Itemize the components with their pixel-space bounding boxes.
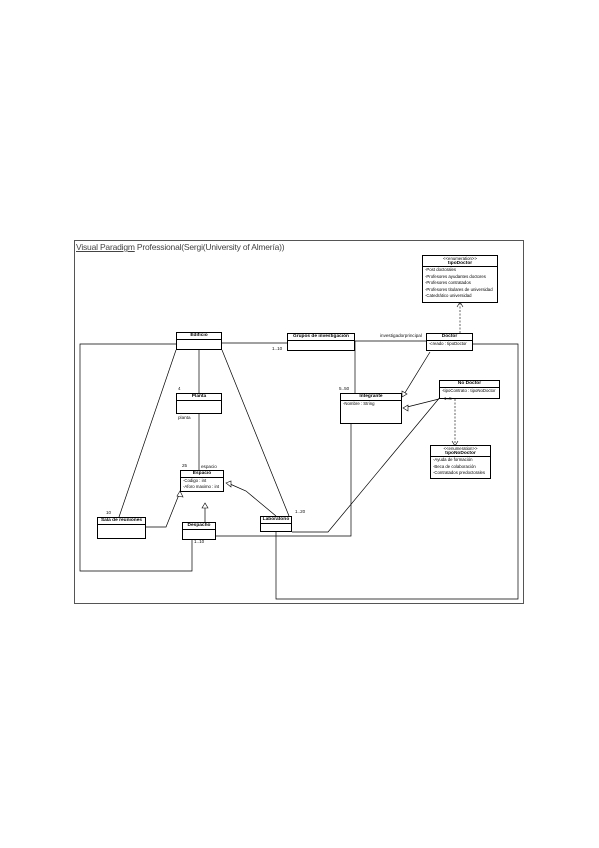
class-name: Doctor [427, 334, 472, 341]
class-tiponodoctor-enum[interactable]: <<enumeration>> tipoNoDoctor -Ayuda de f… [430, 445, 491, 479]
multiplicity-label: 5..50 [339, 386, 350, 391]
frame-title-suffix: Professional(Sergi(University of Almería… [134, 242, 285, 252]
diagram-frame [74, 240, 524, 604]
generalization-triangle-nodoctor [402, 404, 409, 412]
class-stereotype: <<enumeration>> [443, 256, 477, 261]
class-tipodoctor-enum[interactable]: <<enumeration>> tipoDoctor -Post doctora… [422, 255, 498, 303]
edge-doctor-laboratorio-loop [275, 343, 519, 600]
class-attribute: -Post doctorales [425, 267, 457, 272]
edge-nodoctor-integrante [402, 398, 440, 409]
class-attribute: -Nombre : String [343, 401, 375, 406]
class-attribute: -tipoContrato : tipoNoDoctor [442, 388, 496, 393]
multiplicity-label: 1..10 [272, 346, 283, 351]
class-name: Grupos de investigación [288, 334, 354, 341]
class-attribute: -Catedrático universidad [425, 293, 472, 298]
edge-edificio-laboratorio [221, 349, 290, 517]
edge-doctor-integrante [402, 351, 431, 397]
class-name: Laboratorio [261, 517, 291, 524]
edge-edificio-sala [118, 349, 177, 518]
generalization-triangle-doctor [401, 390, 408, 398]
class-attribute: -Ayuda de formación [433, 457, 473, 462]
class-despacho[interactable]: Despacho [182, 522, 216, 540]
class-attribute: -Codigo : int [183, 478, 207, 483]
class-sala-reuniones[interactable]: Sala de reuniones [97, 517, 146, 539]
class-name: tipoNoDoctor [431, 451, 490, 457]
class-attribute: -Profesores ayudantes doctores [425, 273, 486, 279]
edge-despacho-laboratorio-integrante [216, 424, 352, 537]
generalization-triangle-laboratorio [225, 480, 232, 488]
class-name: Despacho [183, 523, 215, 530]
class-name: Sala de reuniones [98, 518, 145, 525]
generalization-triangle-despacho [201, 502, 209, 509]
role-label-planta: planta [178, 415, 191, 420]
multiplicity-label: 1..10 [194, 539, 205, 544]
multiplicity-label: 4 [178, 386, 181, 391]
generalization-triangle-sala [176, 490, 184, 498]
class-name: tipoDoctor [423, 261, 497, 267]
multiplicity-label: 25 [182, 463, 188, 468]
edge-edificio-despacho [79, 343, 193, 572]
class-integrante[interactable]: Integrante -Nombre : String [340, 393, 402, 424]
class-edificio[interactable]: Edificio [176, 332, 222, 350]
class-planta[interactable]: Planta [176, 393, 222, 414]
class-name: No Doctor [440, 381, 499, 388]
class-no-doctor[interactable]: No Doctor -tipoContrato : tipoNoDoctor [439, 380, 500, 399]
class-laboratorio[interactable]: Laboratorio [260, 516, 292, 532]
class-name: Integrante [341, 394, 401, 401]
class-attribute: -Profesores titulares de universidad [425, 286, 493, 292]
class-attribute: -creado : tipoDoctor [429, 341, 467, 346]
edge-laboratorio-espacio [229, 483, 277, 517]
class-attribute: -Profesores contratados [425, 280, 471, 285]
class-attribute: -Aforo maximo : int [183, 483, 220, 489]
class-attribute: -Beca de colaboración [433, 463, 476, 469]
class-name: Edificio [177, 333, 221, 340]
multiplicity-label: 1..20 [295, 509, 306, 514]
class-name: Planta [177, 394, 221, 401]
class-stereotype: <<enumeration>> [443, 446, 478, 451]
class-name: Espacio [181, 471, 223, 478]
class-attribute: -Contratados predoctorales [433, 470, 486, 475]
multiplicity-label: 1..5 [444, 396, 452, 401]
frame-title: Visual Paradigm Professional(Sergi(Unive… [76, 242, 285, 252]
class-espacio[interactable]: Espacio -Codigo : int -Aforo maximo : in… [180, 470, 224, 492]
role-label-investigador-principal: investigadorprincipal [380, 333, 422, 338]
class-doctor[interactable]: Doctor -creado : tipoDoctor [426, 333, 473, 351]
edge-laboratorio-nodoctor [292, 395, 442, 533]
role-label-espacio: espacio [201, 464, 217, 469]
multiplicity-label: 10 [106, 510, 112, 515]
frame-title-product: Visual Paradigm [76, 242, 135, 252]
class-grupos-investigacion[interactable]: Grupos de investigación [287, 333, 355, 351]
edge-sala-espacio [146, 491, 181, 528]
